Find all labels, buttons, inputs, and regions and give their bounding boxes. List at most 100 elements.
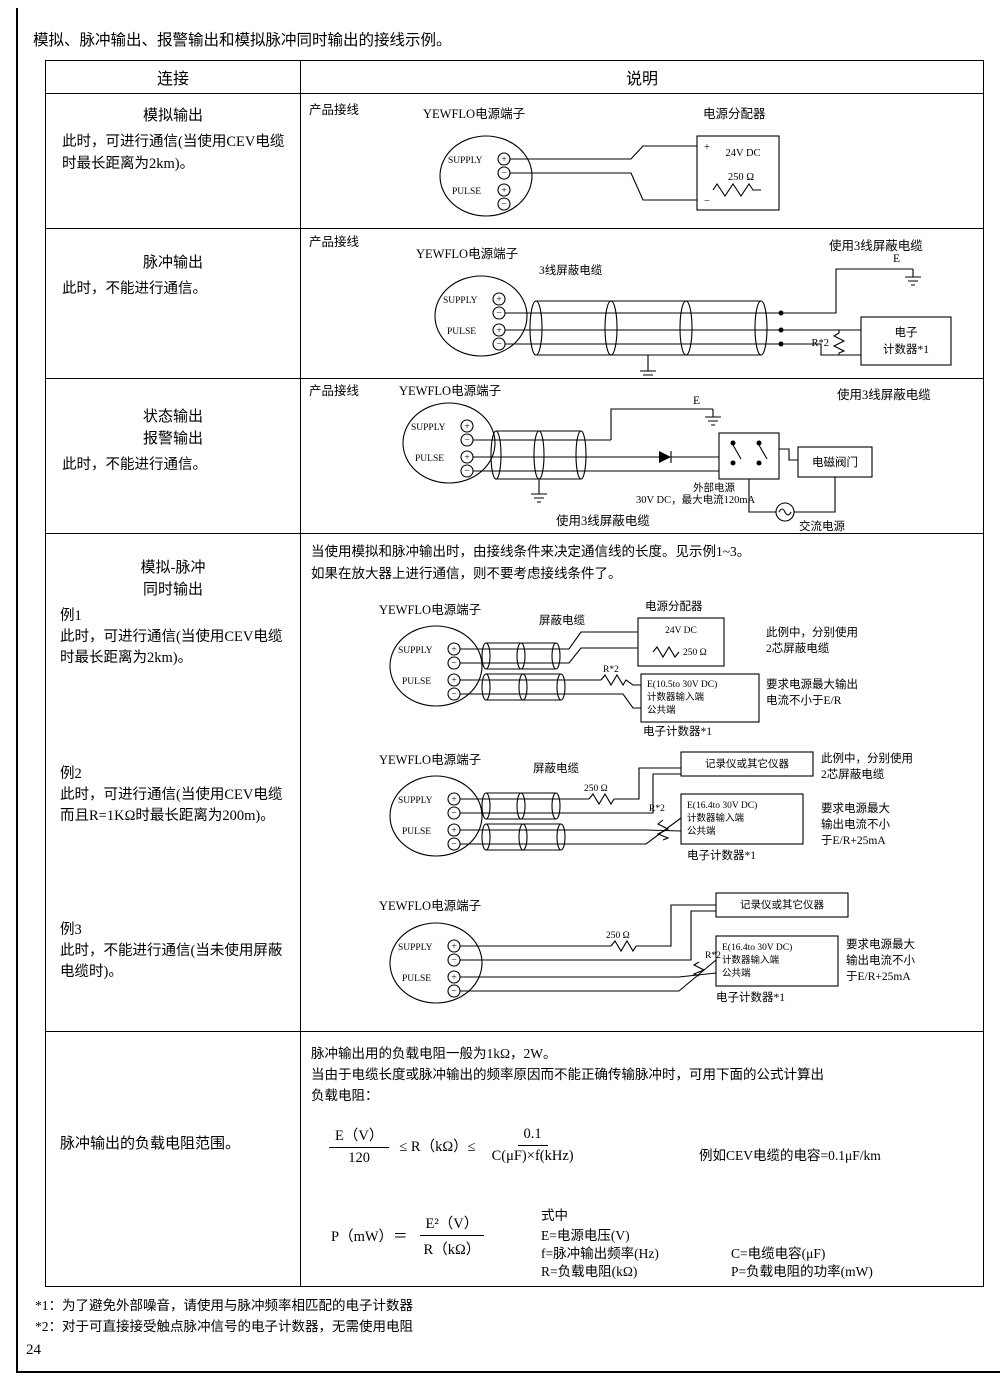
shield-cable-tube [529, 300, 768, 356]
counter-box: E(16.4to 30V DC) 计数器输入端 公共端 [715, 935, 839, 987]
load-resistance-section: 脉冲输出用的负载电阻一般为1kΩ，2W。 当由于电缆长度或脉冲输出的频率原因而不… [302, 1033, 983, 1286]
pulse-shield-tube [481, 673, 566, 701]
pulse-shield-tube [481, 823, 566, 851]
yewflo-terminal-label: YEWFLO电源端子 [379, 753, 481, 767]
inequality: ≤ R（kΩ）≤ [399, 1139, 476, 1155]
counter-box: E(10.5to 30V DC) 计数器输入端 公共端 [640, 673, 760, 723]
denominator: C(μF)×f(kHz) [491, 1148, 574, 1164]
counter-wire-bottom [781, 343, 861, 356]
row5-formula-cell: 脉冲输出用的负载电阻一般为1kΩ，2W。 当由于电缆长度或脉冲输出的频率原因而不… [300, 1031, 984, 1287]
legend-e: E=电源电压(V) [541, 1228, 630, 1243]
cev-capacitance-note: 例如CEV电缆的电容=0.1μF/km [699, 1148, 881, 1163]
counter-input-label: 计数器输入端 [722, 954, 780, 966]
pulse-minus-wire [460, 693, 641, 709]
relay-to-ac-wire [748, 479, 776, 513]
status-output-diagram: 产品接线 YEWFLO电源端子 使用3线屏蔽电缆 [309, 383, 931, 532]
recorder-wire-1 [614, 767, 681, 800]
row5-left-cell: 脉冲输出的负载电阻范围。 [45, 1031, 301, 1287]
counter-name-label: 电子计数器*1 [643, 724, 712, 738]
note-current-1: 要求电源最大输出 [766, 677, 858, 691]
supply-minus-wire [460, 647, 638, 664]
relay-contact-box [718, 432, 780, 480]
r2-label: R*2 [705, 951, 721, 961]
twist-wire-2 [460, 817, 682, 845]
row1-left-cell: 模拟输出 此时，可进行通信(当使用CEV电缆时最长距离为2km)。 [45, 93, 301, 229]
row1-diagram-cell: 产品接线 YEWFLO电源端子 电源分配器 + − 24V DC 250 Ω [300, 93, 984, 229]
diode-symbol [659, 451, 719, 463]
legend-r: R=负载电阻(kΩ) [541, 1264, 638, 1279]
note-current-2: 电流不小于E/R [766, 693, 842, 707]
row3-diagram-cell: 产品接线 YEWFLO电源端子 使用3线屏蔽电缆 [300, 378, 984, 534]
scan-edge-left [16, 8, 18, 1372]
footnote-1: *1：为了避免外部噪音，请使用与脉冲频率相匹配的电子计数器 [35, 1298, 413, 1313]
use-cable3-label: 使用3线屏蔽电缆 [829, 238, 923, 253]
series-resistor-symbol [600, 673, 641, 687]
row4-title1: 模拟-脉冲 [140, 560, 206, 576]
minus-mark: − [704, 196, 710, 207]
resistor-symbol [588, 792, 615, 806]
row4-left-cell: 模拟-脉冲 同时输出 例1 此时，可进行通信(当使用CEV电缆时最长距离为2km… [45, 533, 301, 1032]
analog-output-diagram: 产品接线 YEWFLO电源端子 电源分配器 + − 24V DC 250 Ω [309, 102, 780, 217]
example2-label: 例2 [60, 766, 82, 782]
yewflo-terminal-label: YEWFLO电源端子 [379, 899, 481, 913]
fraction: E²（V） R（kΩ） [418, 1212, 487, 1259]
plus-mark: + [704, 142, 710, 153]
note-current-2: 输出电流不小 [821, 817, 890, 831]
row4-intro-line2: 如果在放大器上进行通信，则不要考虑接线条件了。 [311, 566, 622, 582]
signal-wires [505, 312, 781, 345]
row2-title: 脉冲输出 [142, 255, 203, 271]
r2-label: R*2 [603, 665, 619, 675]
footnote-2: *2：对于可直接接受触点脉冲信号的电子计数器，无需使用电阻 [35, 1319, 413, 1334]
row5-para3: 负载电阻： [311, 1088, 379, 1103]
supply-shield-tube [481, 792, 561, 820]
counter-voltage-label: E(16.4to 30V DC) [722, 942, 792, 953]
wiring-table: 连接 说明 模拟输出 此时，可进行通信(当使用CEV电缆时最长距离为2km)。 … [45, 60, 984, 1287]
note-current-2: 输出电流不小 [846, 953, 915, 967]
voltage-label: 24V DC [665, 626, 697, 636]
e-wire [610, 408, 713, 440]
e-label: E [893, 253, 900, 265]
counter-voltage-label: E(10.5to 30V DC) [647, 679, 717, 690]
resistor-symbol [610, 939, 637, 953]
counter-common-label: 公共端 [647, 704, 676, 716]
relay-to-valve-wire [779, 448, 798, 461]
shield-cable-label: 屏蔽电缆 [539, 614, 585, 627]
recorder-box: 记录仪或其它仪器 [680, 751, 814, 777]
cable3-label: 3线屏蔽电缆 [539, 263, 603, 277]
example3-label: 例3 [60, 922, 82, 938]
row1-body: 此时，可进行通信(当使用CEV电缆时最长距离为2km)。 [62, 133, 285, 172]
r2-label: R*2 [811, 338, 829, 349]
header-description: 说明 [300, 60, 984, 94]
e-label: E [693, 395, 700, 407]
supply-wires [510, 145, 697, 201]
page-intro: 模拟、脉冲输出、报警输出和模拟脉冲同时输出的接线示例。 [33, 32, 452, 49]
load-resistor-symbol [656, 819, 670, 841]
counter-box: 电子 计数器*1 [860, 316, 952, 366]
resistance-formula: E（V） 120 ≤ R（kΩ）≤ 0.1 C(μF)×f(kHz) [319, 1124, 590, 1167]
power-distributor-label: 电源分配器 [645, 599, 703, 613]
recorder-wire-1 [636, 904, 716, 947]
counter-label-1: 电子 [895, 326, 918, 339]
example3-body: 此时，不能进行通信(当未使用屏蔽电缆时)。 [60, 943, 283, 981]
resistor-label: 250 Ω [606, 931, 630, 941]
row5-para1: 脉冲输出用的负载电阻一般为1kΩ，2W。 [311, 1046, 557, 1061]
recorder-label: 记录仪或其它仪器 [705, 757, 789, 770]
row4-title2: 同时输出 [142, 581, 203, 598]
fraction: 0.1 C(μF)×f(kHz) [486, 1126, 580, 1165]
row2-left-cell: 脉冲输出 此时，不能进行通信。 [45, 228, 301, 379]
supply-shield-tube [481, 642, 561, 670]
example1-diagram: YEWFLO电源端子 屏蔽电缆 电源分配器 24V DC [379, 599, 858, 738]
counter-input-label: 计数器输入端 [647, 691, 705, 703]
product-wiring-label: 产品接线 [309, 234, 360, 249]
row2-diagram-cell: 产品接线 YEWFLO电源端子 3线屏蔽电缆 使用3线屏蔽电缆 [300, 228, 984, 379]
yewflo-terminal-label: YEWFLO电源端子 [399, 384, 501, 398]
ground-icon [530, 485, 548, 503]
counter-common-label: 公共端 [722, 967, 751, 979]
note-cable-1: 此例中，分别使用 [821, 751, 913, 765]
counter-common-label: 公共端 [687, 825, 716, 837]
note-current-3: 于E/R+25mA [821, 835, 886, 847]
analog-pulse-diagrams: YEWFLO电源端子 屏蔽电缆 电源分配器 24V DC [379, 599, 915, 1004]
legend-c: C=电缆电容(μF) [731, 1246, 826, 1261]
resistor-label: 250 Ω [584, 784, 608, 794]
